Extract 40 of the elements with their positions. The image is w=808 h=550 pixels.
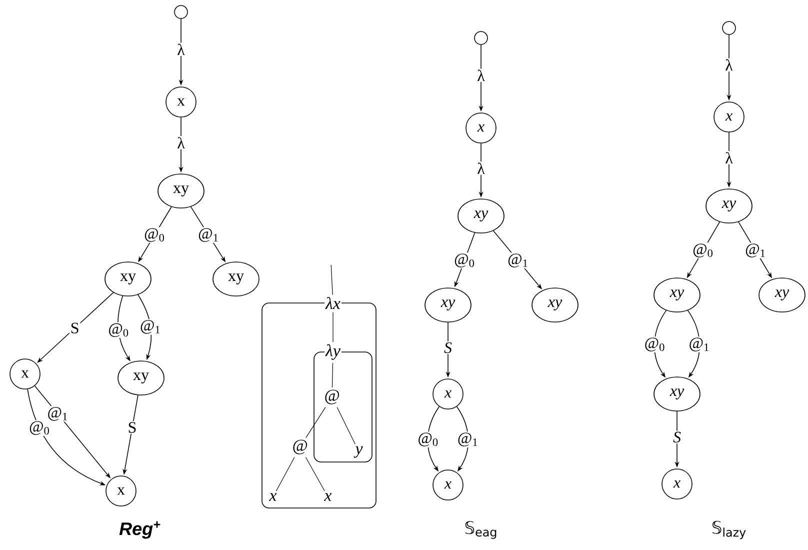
edge-label: @$_{0}$: [109, 323, 128, 337]
edge-label: λ: [726, 59, 733, 71]
edge-label: @$_{1}$: [690, 338, 708, 352]
edge-label: λ: [478, 162, 485, 174]
edge-label: @$_{1}$: [508, 254, 528, 268]
tree-line: [332, 312, 334, 342]
edge-label: @$_{0}$: [645, 338, 664, 352]
edge-label: @$_{0}$: [454, 254, 474, 268]
start-circle: [474, 31, 488, 45]
graph-caption: 𝕊$_{eag}$: [465, 521, 496, 539]
edge-label: @$_{0}$: [144, 228, 164, 242]
edge-label: @$_{1}$: [458, 432, 478, 446]
edge-label: @$_{0}$: [418, 432, 438, 446]
edge-label: @$_{0}$: [30, 421, 49, 435]
edge-label: λ: [178, 137, 185, 148]
graph-caption: 𝕊$_{lazy}$: [712, 520, 746, 540]
term-symbol: @: [291, 438, 309, 456]
term-symbol: x: [323, 492, 333, 502]
edge-label: @$_{1}$: [48, 407, 67, 421]
tree-line: [306, 406, 326, 438]
start-circle: [722, 21, 736, 35]
start-circle: [174, 5, 188, 19]
term-symbol: x: [268, 492, 278, 502]
edge-label: S: [673, 432, 681, 443]
edge-label: S: [444, 342, 452, 354]
tree-line: [332, 362, 334, 388]
edge-label: λ: [726, 152, 733, 164]
graph-caption: Reg$^{+}$: [119, 521, 160, 539]
edge-label: @$_{0}$: [693, 244, 712, 258]
edge-label: S: [128, 422, 136, 433]
edge-label: λ: [478, 70, 485, 81]
term-symbol: y: [354, 445, 364, 459]
term-symbol: @: [323, 388, 341, 406]
edge-label: S: [71, 322, 78, 334]
edge-label: @$_{1}$: [746, 244, 765, 258]
tree-line: [305, 456, 325, 492]
edge-label: λ: [178, 44, 185, 55]
tree-line: [330, 264, 333, 296]
edge-label: @$_{1}$: [198, 228, 218, 242]
edge-label: @$_{1}$: [140, 320, 160, 334]
